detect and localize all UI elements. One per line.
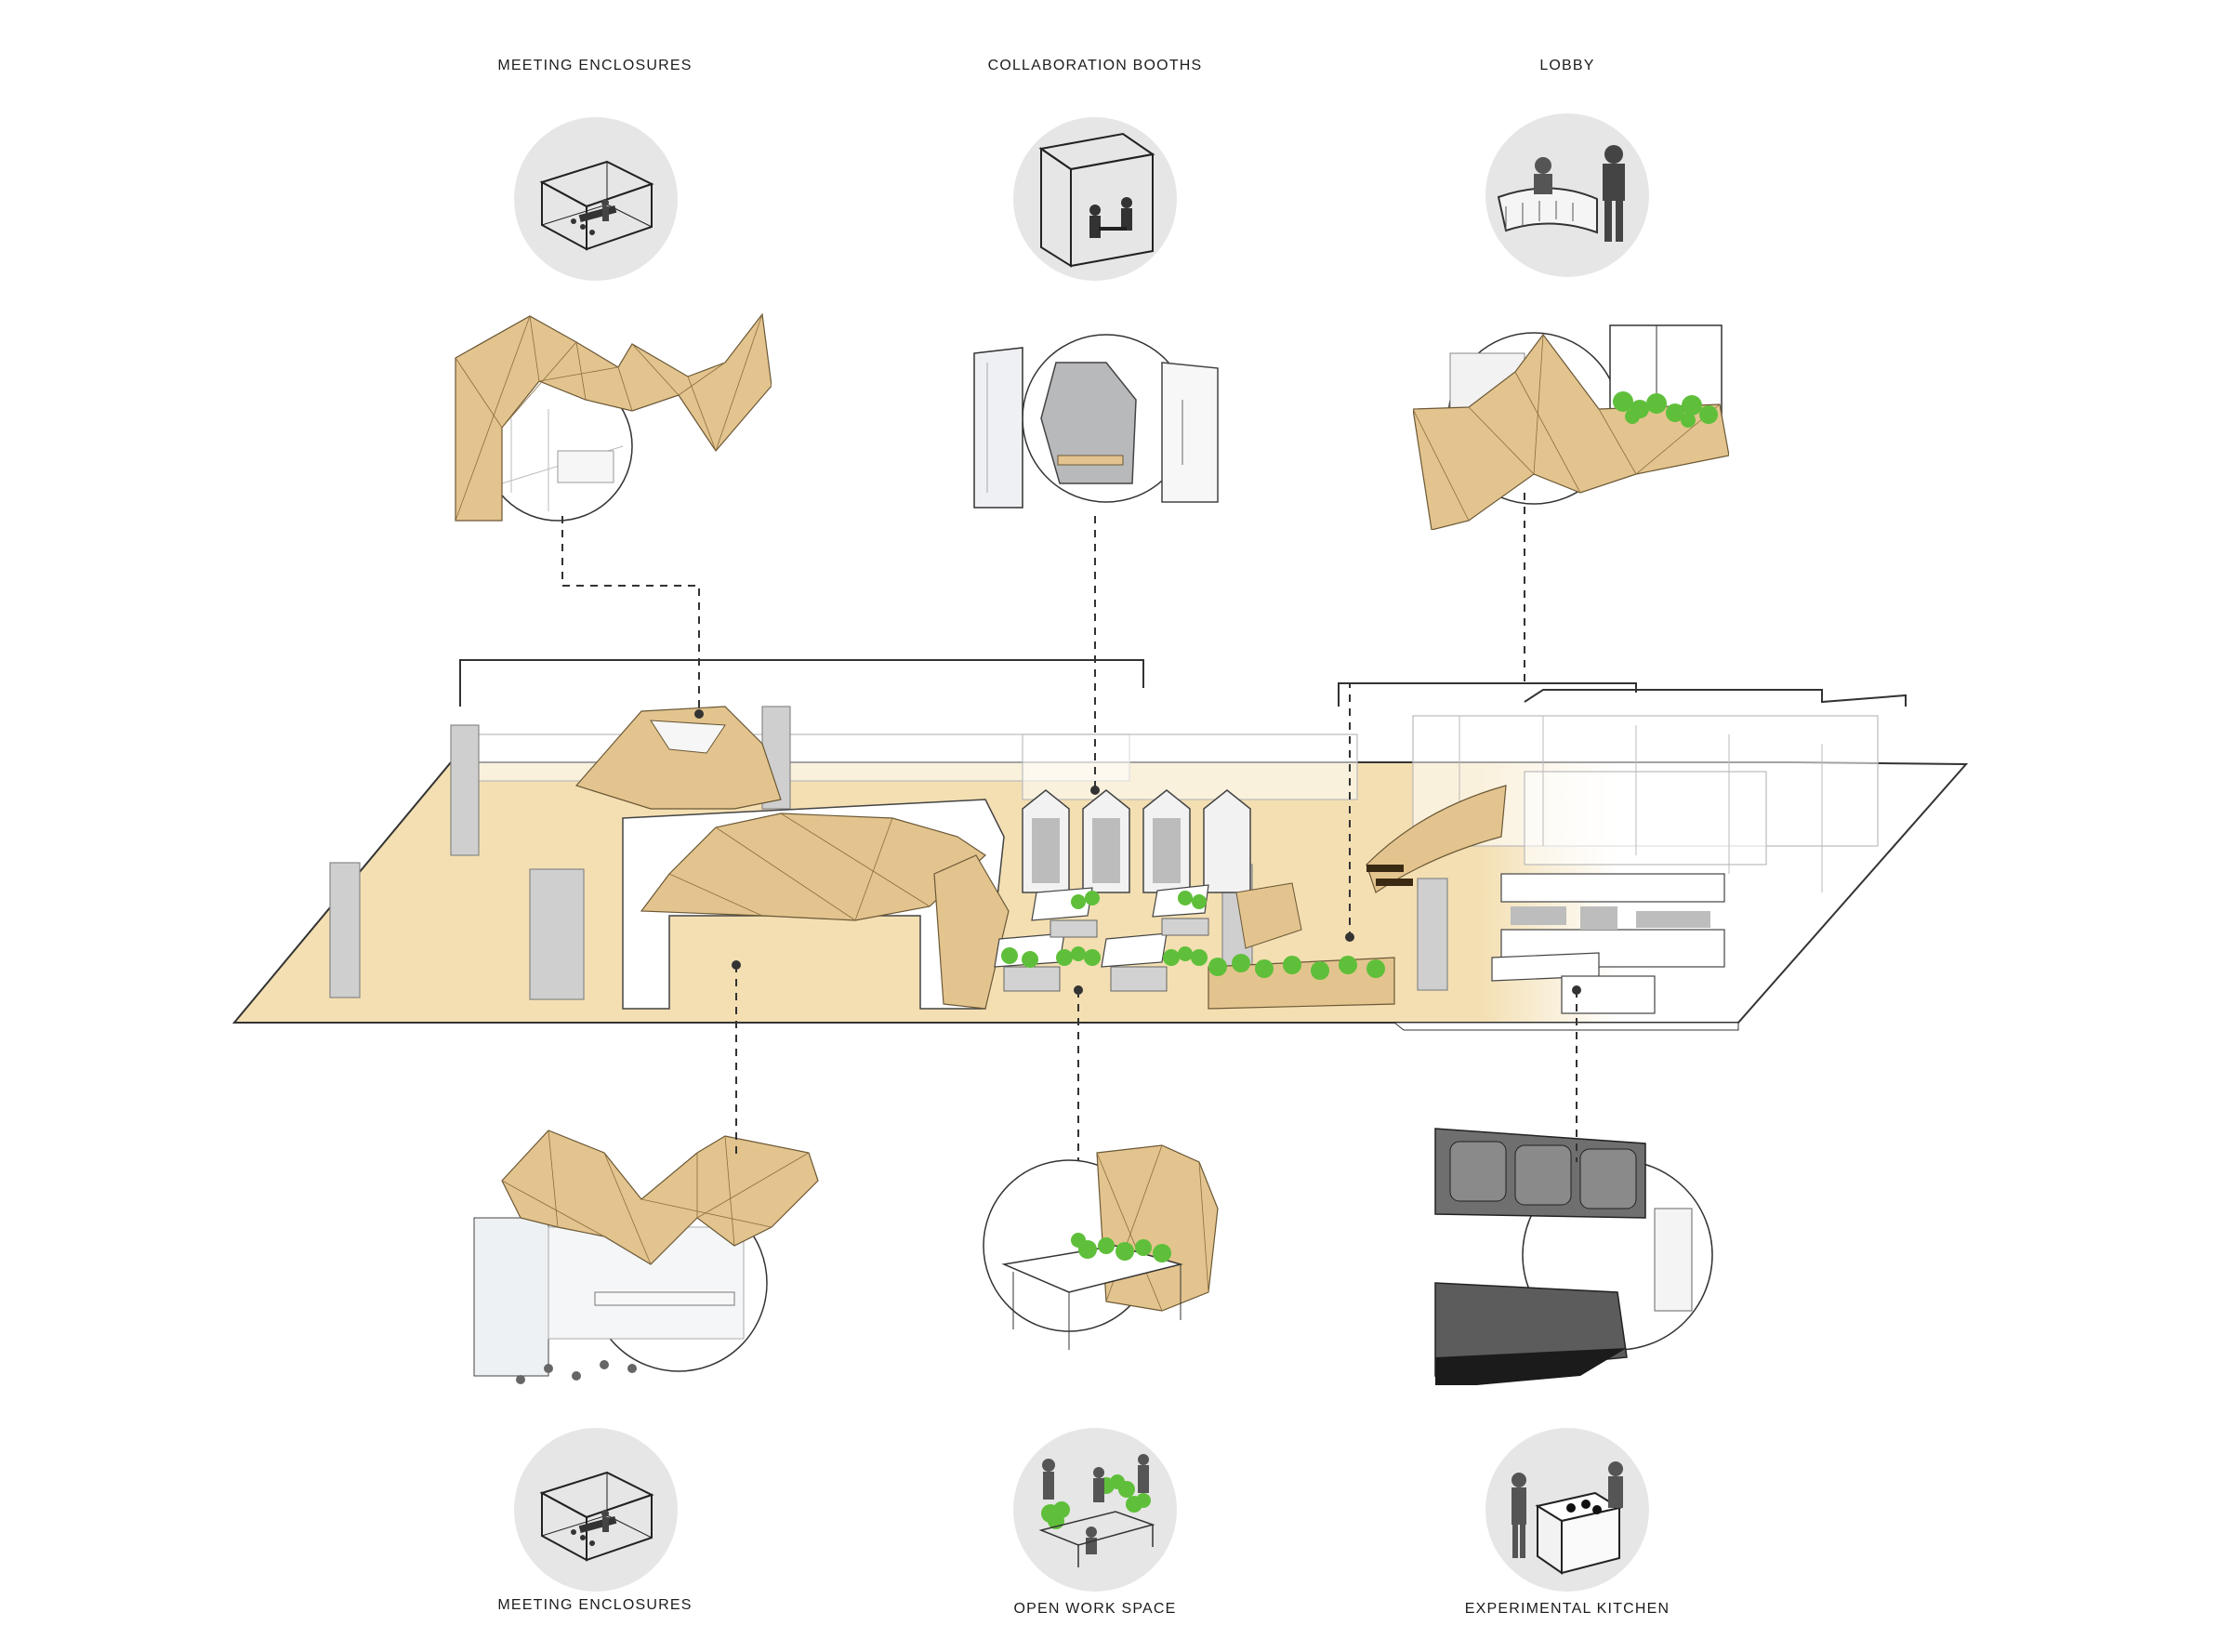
- open-work-space-vignette: [976, 1143, 1255, 1357]
- lobby-vignette: [1413, 316, 1729, 530]
- kitchen: [1491, 873, 1725, 1014]
- label-meeting-enclosures-top: MEETING ENCLOSURES: [497, 58, 693, 73]
- column: [529, 868, 585, 1000]
- kitchen-island-icon: [1485, 1428, 1649, 1592]
- experimental-kitchen-vignette: [1432, 1125, 1729, 1385]
- column: [450, 724, 480, 856]
- label-meeting-enclosures-bottom: MEETING ENCLOSURES: [497, 1597, 693, 1613]
- lobby-wall-outline: [1338, 682, 1637, 707]
- reception-desk-icon: [1485, 113, 1649, 277]
- label-open-work-space: OPEN WORK SPACE: [1013, 1601, 1177, 1617]
- label-collaboration-booths: COLLABORATION BOOTHS: [987, 58, 1203, 73]
- workers-with-plants-icon: [1013, 1428, 1177, 1592]
- collaboration-booth-vignette: [967, 325, 1227, 511]
- meeting-room-box-icon: [514, 117, 678, 281]
- back-wall-outline: [459, 659, 1144, 707]
- label-lobby: LOBBY: [1539, 58, 1595, 73]
- meeting-enclosure-canopy-vignette: [446, 307, 772, 530]
- plants: [1001, 891, 1385, 980]
- meeting-room-interior-vignette: [465, 1125, 837, 1394]
- meeting-enclosure-canopy: [640, 813, 986, 921]
- column: [329, 862, 361, 998]
- meeting-room-box-icon: [514, 1428, 678, 1592]
- column: [1417, 878, 1448, 991]
- label-experimental-kitchen: EXPERIMENTAL KITCHEN: [1464, 1601, 1670, 1617]
- booth-box-icon: [1013, 117, 1177, 281]
